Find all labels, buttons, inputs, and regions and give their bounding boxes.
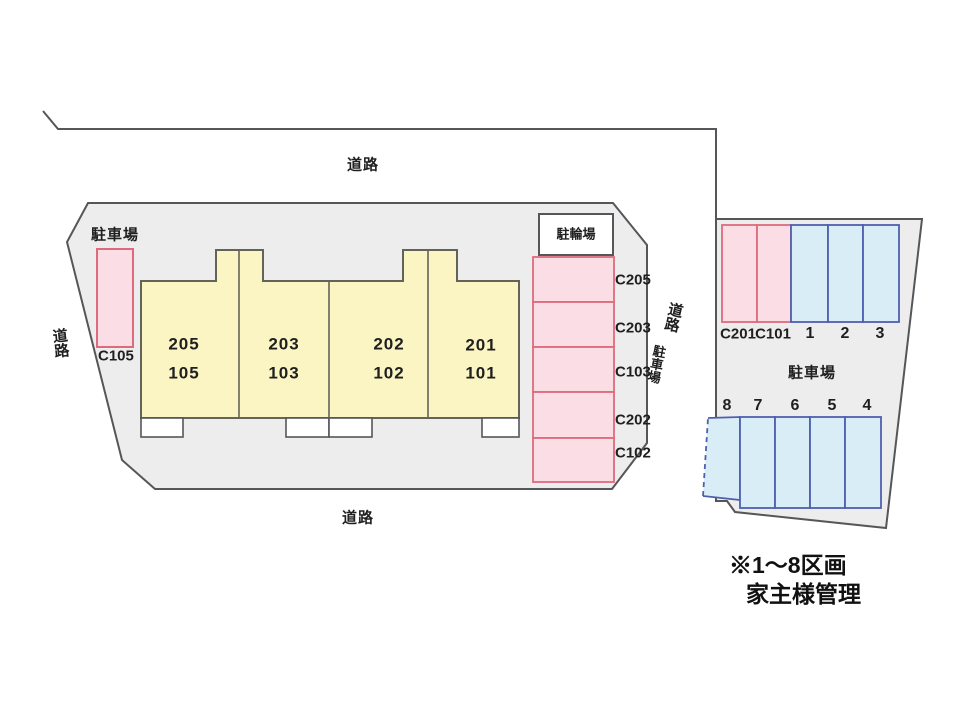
unit-label-102: 102 bbox=[373, 363, 405, 383]
parking-stall-c205 bbox=[532, 256, 615, 303]
stall-label-c202: C202 bbox=[615, 411, 651, 429]
parking-stall-c201 bbox=[721, 224, 758, 323]
parking-stall-3 bbox=[862, 224, 900, 323]
stall-label-6: 6 bbox=[790, 397, 800, 414]
unit-label-203: 203 bbox=[268, 334, 300, 354]
stall-label-c201: C201 bbox=[720, 325, 756, 343]
stall-label-c203: C203 bbox=[615, 319, 651, 337]
parking-stall-c105 bbox=[96, 248, 134, 348]
parking-label-nw: 駐車場 bbox=[90, 226, 140, 244]
unit-label-103: 103 bbox=[268, 363, 300, 383]
parking-stall-6 bbox=[774, 416, 811, 509]
east-parking-label: 駐車場 bbox=[787, 364, 837, 382]
unit-label-201: 201 bbox=[465, 335, 497, 355]
note-line-2: 家主様管理 bbox=[746, 581, 861, 607]
parking-stall-8 bbox=[703, 417, 740, 500]
road-label-top: 道路 bbox=[346, 156, 380, 174]
stall-label-4: 4 bbox=[862, 397, 872, 414]
stall-label-8: 8 bbox=[722, 397, 732, 414]
stall-label-1: 1 bbox=[805, 325, 815, 342]
entrance-step bbox=[140, 417, 184, 438]
parking-stall-c102 bbox=[532, 437, 615, 483]
parking-stall-8-dashed-edge bbox=[702, 417, 709, 497]
stall-label-2: 2 bbox=[840, 325, 850, 342]
parking-stall-c103 bbox=[532, 346, 615, 393]
entrance-step bbox=[285, 417, 330, 438]
parking-stall-c203 bbox=[532, 301, 615, 348]
unit-label-105: 105 bbox=[168, 363, 200, 383]
stall-label-3: 3 bbox=[875, 325, 885, 342]
bike-shed-label: 駐輪場 bbox=[556, 226, 596, 242]
parking-stall-c101 bbox=[756, 224, 792, 323]
unit-label-205: 205 bbox=[168, 334, 200, 354]
stall-label-c205: C205 bbox=[615, 271, 651, 289]
road-label-bottom: 道路 bbox=[341, 509, 375, 527]
stall-label-c105: C105 bbox=[98, 347, 134, 365]
stall-label-c101: C101 bbox=[755, 325, 791, 343]
stall-label-c102: C102 bbox=[615, 444, 651, 462]
parking-stall-1 bbox=[790, 224, 829, 323]
bike-shed-box bbox=[538, 213, 614, 256]
stall-label-c103: C103 bbox=[615, 363, 651, 381]
unit-label-202: 202 bbox=[373, 334, 405, 354]
unit-label-101: 101 bbox=[465, 363, 497, 383]
parking-stall-7 bbox=[739, 416, 776, 509]
parking-stall-2 bbox=[827, 224, 864, 323]
parking-stall-5 bbox=[809, 416, 846, 509]
entrance-step bbox=[481, 417, 520, 438]
road-boundary-line bbox=[42, 110, 717, 219]
parking-stall-c202 bbox=[532, 391, 615, 439]
parking-stall-4 bbox=[844, 416, 882, 509]
stall-label-7: 7 bbox=[753, 397, 763, 414]
stall-label-5: 5 bbox=[827, 397, 837, 414]
note-line-1: ※1〜8区画 bbox=[729, 552, 847, 578]
entrance-step bbox=[328, 417, 373, 438]
road-label-left: 道路 bbox=[49, 327, 71, 359]
